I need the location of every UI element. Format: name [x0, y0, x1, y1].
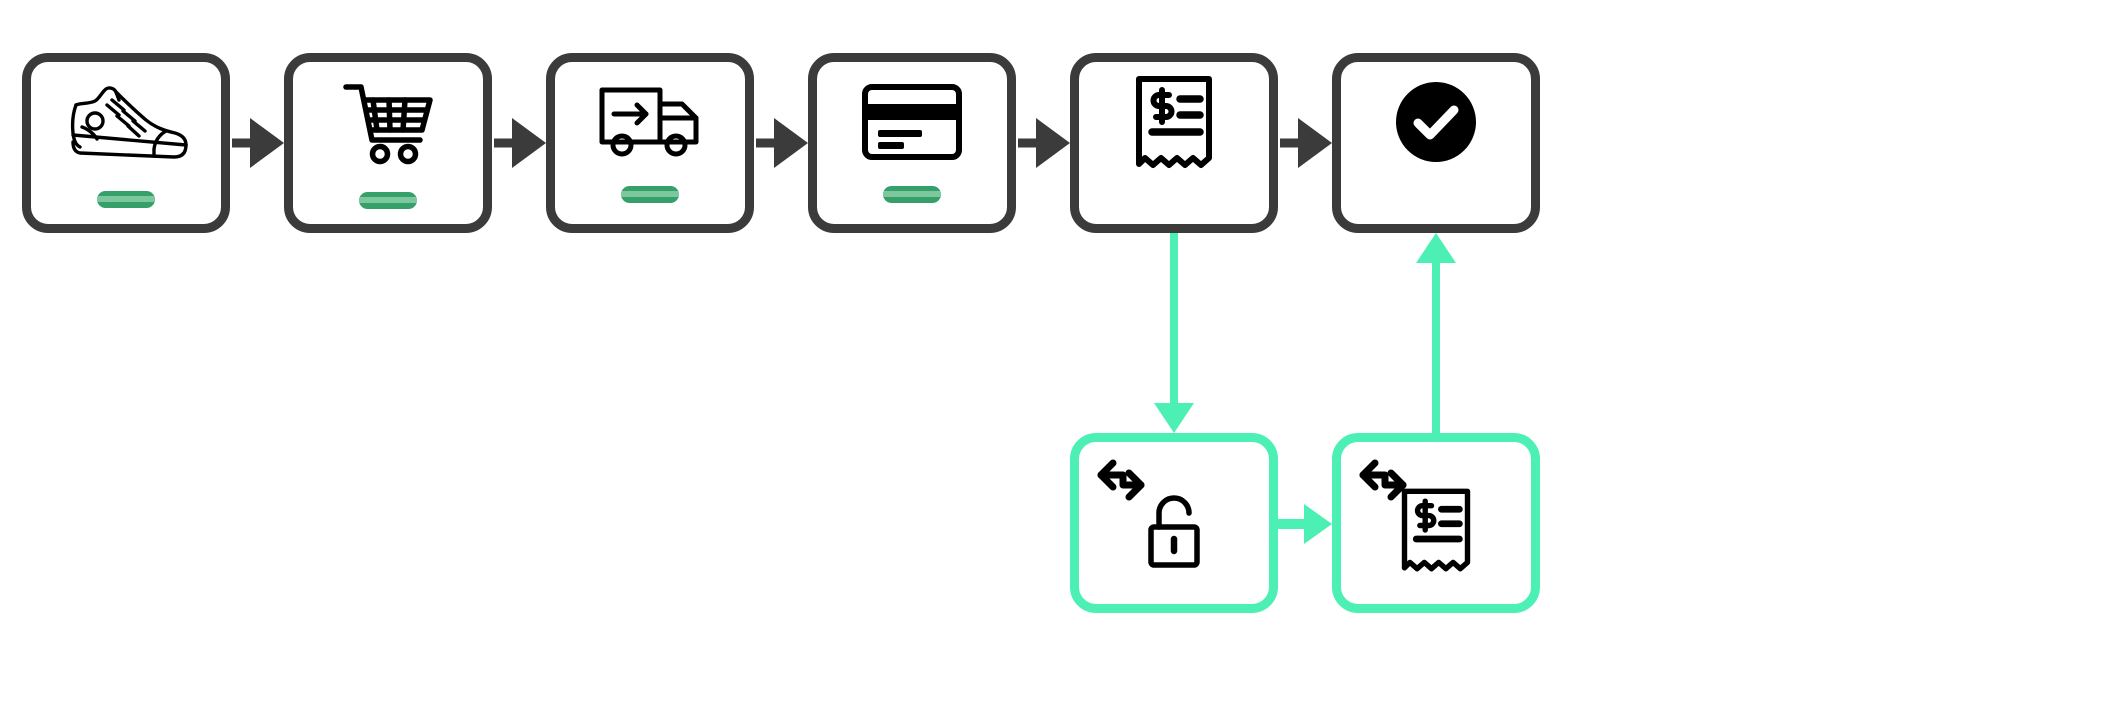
code-icon: [1095, 456, 1147, 504]
receipt-icon: [1400, 486, 1472, 574]
check-circle-icon: [1394, 80, 1478, 164]
status-pill: [97, 190, 155, 208]
credit-card-icon: [862, 83, 962, 160]
connector-settlement-to-complete: [1416, 233, 1456, 433]
flow-node-cart[interactable]: [284, 53, 492, 233]
status-pill: [621, 185, 679, 203]
contract-node-settlement[interactable]: [1332, 433, 1540, 613]
connector-escrow-to-settlement: [1278, 503, 1332, 545]
status-pill: [883, 185, 941, 203]
flow-node-payment[interactable]: [808, 53, 1016, 233]
code-icon: [1357, 456, 1409, 504]
unlock-icon: [1142, 491, 1206, 569]
delivery-truck-icon: [598, 84, 702, 160]
shopping-cart-icon: [342, 78, 434, 166]
connector-payment-to-invoice: [1018, 118, 1070, 168]
connector-cart-to-shipping: [494, 118, 546, 168]
status-pill: [359, 191, 417, 209]
flow-node-shipping[interactable]: [546, 53, 754, 233]
flow-node-invoice[interactable]: [1070, 53, 1278, 233]
contract-node-escrow[interactable]: [1070, 433, 1278, 613]
connector-invoice-to-complete: [1280, 118, 1332, 168]
flow-node-complete[interactable]: [1332, 53, 1540, 233]
flow-node-product[interactable]: [22, 53, 230, 233]
sneaker-icon: [62, 79, 190, 165]
receipt-icon: [1134, 74, 1214, 170]
connector-product-to-cart: [232, 118, 284, 168]
connector-shipping-to-payment: [756, 118, 808, 168]
connector-invoice-to-escrow: [1154, 233, 1194, 433]
